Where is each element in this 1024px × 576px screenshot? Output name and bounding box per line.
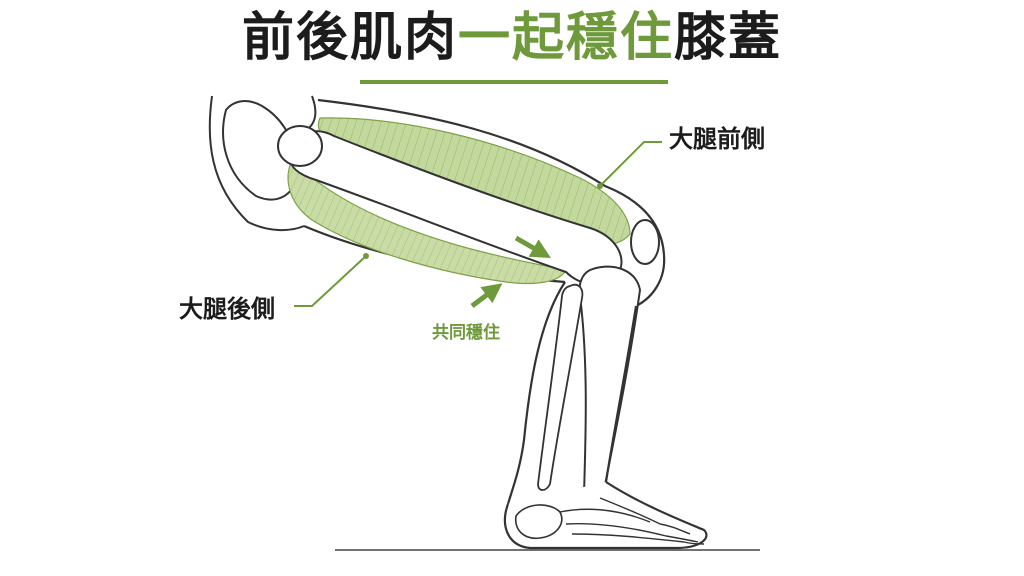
foot-bones [559,497,685,543]
patella-bone [630,219,660,265]
heel-bone [515,504,563,540]
title-part-stabilize-together: 一起穩住 [457,8,674,68]
hip-bone-top [305,95,317,131]
arrow-icon-back [470,283,503,308]
thigh-front-outline [317,98,666,256]
hamstring-muscle [287,158,567,285]
leader-line-front-thigh [599,141,662,187]
knee-outline [635,254,666,307]
femur-head [277,125,323,167]
fibula-bone [537,283,584,491]
label-back-thigh: 大腿後側 [179,295,275,323]
arrow-icon-front [514,235,551,258]
label-stabilize-together: 共同穩住 [432,323,500,343]
title-underline [360,80,668,84]
leader-dot-back-thigh [363,253,369,259]
toe-bones [659,523,705,545]
title-part-knee: 膝蓋 [674,8,783,68]
title-part-front-back-muscles: 前後肌肉 [241,8,458,68]
leader-line-back-thigh [294,255,367,307]
shin-outline [604,305,638,483]
pelvis-outline [208,95,305,232]
calf-outline [506,281,566,505]
page-title: 前後肌肉一起穩住膝蓋 [0,6,1024,70]
leader-dot-front-thigh [597,183,603,189]
label-front-thigh: 大腿前側 [669,125,765,153]
